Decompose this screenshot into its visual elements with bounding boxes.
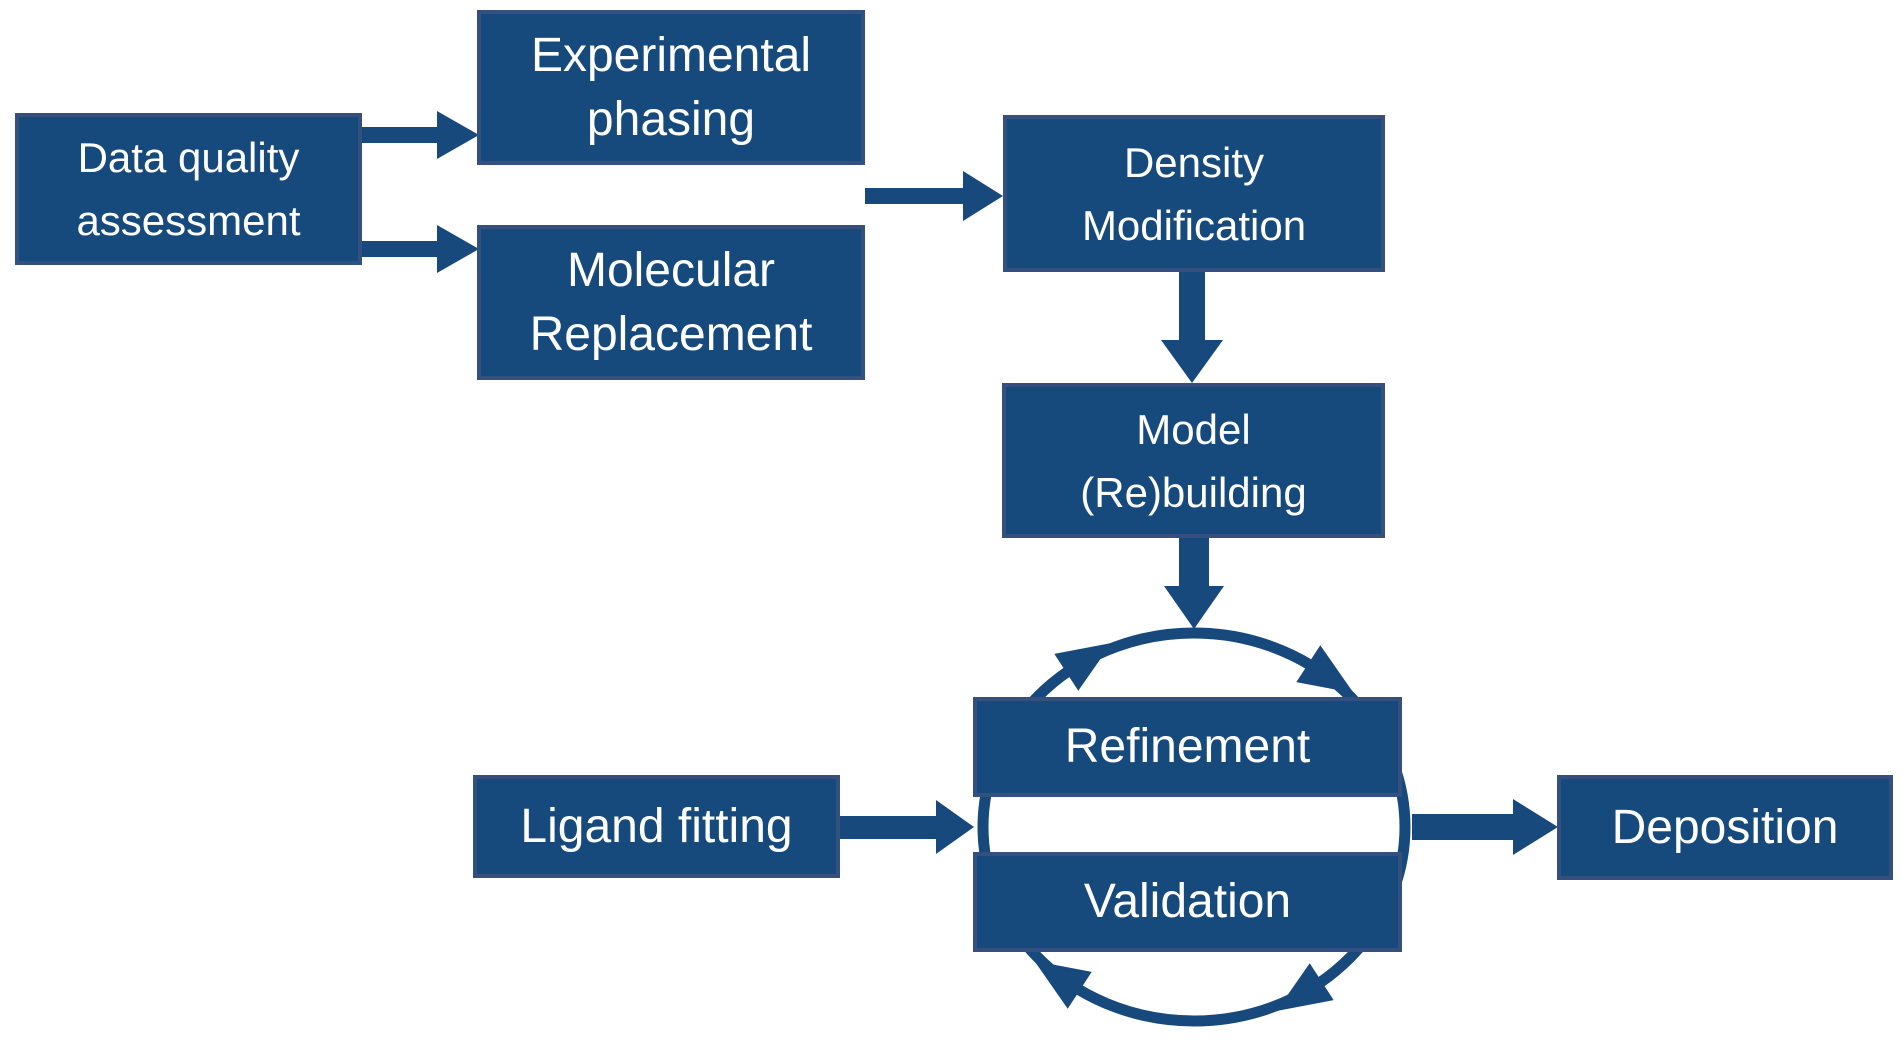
cycle-arrowhead-bottom-right xyxy=(1276,963,1334,1012)
cycle-arrowhead-bottom-left xyxy=(1034,960,1092,1009)
node-experimental-phasing: Experimental phasing xyxy=(477,10,865,165)
arrow-dataquality-to-molecular xyxy=(362,225,479,273)
node-molecular-replacement: Molecular Replacement xyxy=(477,225,865,380)
arrow-density-to-model xyxy=(1161,272,1223,383)
cycle-ellipse xyxy=(977,627,1411,1027)
arrow-model-to-cycle xyxy=(1164,538,1224,629)
node-ligand-fitting: Ligand fitting xyxy=(473,775,840,878)
node-refinement: Refinement xyxy=(973,697,1402,797)
node-density-modification: Density Modification xyxy=(1003,115,1385,272)
node-validation: Validation xyxy=(973,852,1402,952)
node-data-quality-assessment: Data quality assessment xyxy=(15,113,362,265)
arrow-cycle-to-deposition xyxy=(1412,799,1558,855)
arrow-dataquality-to-experimental xyxy=(362,111,479,159)
cycle-arrowhead-top-right xyxy=(1296,645,1354,694)
arrow-phasing-to-density xyxy=(865,171,1003,221)
node-model-rebuilding: Model (Re)building xyxy=(1002,383,1385,538)
cycle-arrowhead-top-left xyxy=(1054,642,1112,691)
node-deposition: Deposition xyxy=(1557,775,1893,880)
arrow-ligand-to-cycle xyxy=(840,800,974,854)
refinement-validation-cycle xyxy=(977,627,1411,1027)
